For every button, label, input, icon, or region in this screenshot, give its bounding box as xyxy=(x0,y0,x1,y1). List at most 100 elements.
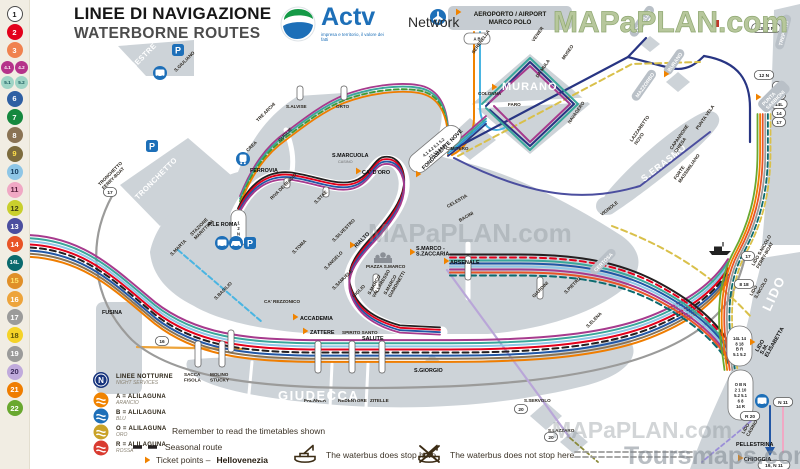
station-label: FERROVIA xyxy=(250,168,278,174)
route-badge-19: 19 xyxy=(6,345,23,362)
station-tick xyxy=(322,186,330,198)
route-line xyxy=(481,57,579,151)
station-label: S.MARCUOLA xyxy=(332,153,369,159)
route-line xyxy=(29,237,729,345)
map-park-icon xyxy=(244,237,256,249)
station-label: REDENTORE xyxy=(338,398,367,403)
station-tick xyxy=(218,340,226,368)
route-badge-15: 15 xyxy=(6,272,23,289)
svg-text:8 18: 8 18 xyxy=(739,282,749,288)
map-park-icon xyxy=(146,140,158,152)
route-chip: 17 xyxy=(741,251,755,261)
route-line xyxy=(718,113,759,371)
svg-text:MUSEO: MUSEO xyxy=(561,44,575,61)
actv-logo-icon xyxy=(280,6,316,42)
route-line xyxy=(449,271,730,363)
station-label: CASINO xyxy=(338,160,353,164)
svg-text:S.MARCO -S.ZACCARIA: S.MARCO -S.ZACCARIA xyxy=(416,246,449,257)
interchange-capsule: 14L 148 18B R5.1 5.2 xyxy=(726,325,753,367)
interchange-capsule: O B N2 1 105.2 5.16 814 R xyxy=(727,369,754,421)
route-line xyxy=(449,265,730,357)
route-badge-5.2: 5.2 xyxy=(15,75,28,89)
route-badge-21: 21 xyxy=(6,381,23,398)
svg-text:P.LE ROMA: P.LE ROMA xyxy=(208,222,237,228)
seasonal-route-sample xyxy=(133,445,159,449)
alilaguna-variant: BLU xyxy=(116,416,126,422)
svg-text:14 R: 14 R xyxy=(736,404,745,409)
route-chip: 16 xyxy=(155,336,169,346)
station-tick xyxy=(314,340,322,374)
services-legend: LINEE NOTTURNE NIGHT SERVICES A = ALILAG… xyxy=(92,371,173,457)
svg-text:20: 20 xyxy=(548,435,554,441)
svg-text:12 N: 12 N xyxy=(759,73,770,79)
map-bus-icon xyxy=(153,66,167,80)
svg-text:A B: A B xyxy=(473,37,480,42)
map-shape xyxy=(712,20,719,27)
svg-text:ZITELLE: ZITELLE xyxy=(370,398,389,403)
route-chip: 12 N xyxy=(753,70,775,80)
station-label: ACCADEMIA xyxy=(300,316,333,322)
map-park-icon xyxy=(172,44,184,56)
page-title: LINEE DI NAVIGAZIONE xyxy=(74,4,272,23)
waterbus-no-stop-icon xyxy=(414,442,444,468)
waterbus-stop-label: The waterbus does stop here xyxy=(326,450,437,460)
island-shape xyxy=(96,302,142,394)
map-header: LINEE DI NAVIGAZIONE WATERBORNE ROUTES xyxy=(74,4,271,43)
station-label: CHIOGGIA xyxy=(744,457,771,463)
svg-text:N 11: N 11 xyxy=(778,400,788,406)
route-badge-13: 13 xyxy=(6,218,23,235)
station-tick xyxy=(340,85,348,101)
station-label: SPIRITO SANTO xyxy=(342,330,378,335)
route-badge-16: 16 xyxy=(6,291,23,307)
island-shape xyxy=(186,338,634,408)
svg-text:FARO: FARO xyxy=(508,102,521,107)
route-line xyxy=(237,163,441,336)
svg-text:14L: 14L xyxy=(775,102,783,108)
svg-text:AEROPORTO / AIRPORT: AEROPORTO / AIRPORT xyxy=(474,11,547,18)
station-label: PELLESTRINA xyxy=(736,442,774,448)
legend-ticket-points: Ticket points – Hellovenezia xyxy=(140,455,268,465)
route-line xyxy=(29,243,729,351)
svg-text:O B N: O B N xyxy=(735,382,747,387)
actv-brand: Actv impresa e territorio, il valore dei… xyxy=(280,5,459,43)
waterbus-stop-icon xyxy=(294,444,316,463)
alilaguna-variant: ROSSA xyxy=(116,448,134,454)
route-badge-1: 1 xyxy=(6,6,23,22)
station-label: COLONNA xyxy=(478,91,502,96)
route-badge-5.1: 5.1 xyxy=(1,75,14,89)
route-line xyxy=(569,437,599,463)
route-line xyxy=(29,255,729,363)
station-label: S.MARCO -S.ZACCARIA xyxy=(416,246,449,257)
night-lines-subtitle: NIGHT SERVICES xyxy=(116,380,159,386)
route-badge-4.1: 4.1 xyxy=(1,60,14,74)
map-train-icon xyxy=(236,152,250,166)
station-tick xyxy=(296,85,304,101)
map-ship-icon xyxy=(708,241,732,256)
svg-text:ACCADEMIA: ACCADEMIA xyxy=(300,316,333,322)
route-badge-6: 6 xyxy=(6,90,23,107)
hellovenezia-label: Hellovenezia xyxy=(216,455,269,465)
legend-seasonal-route: Seasonal route xyxy=(133,442,222,452)
route-line xyxy=(239,90,449,205)
route-badge-7: 7 xyxy=(6,109,23,126)
canal xyxy=(328,362,334,410)
route-line xyxy=(449,262,730,354)
svg-text:SPIRITO SANTO: SPIRITO SANTO xyxy=(342,330,378,335)
svg-text:S.MARCUOLA: S.MARCUOLA xyxy=(332,153,369,159)
route-line xyxy=(485,61,575,147)
svg-text:1: 1 xyxy=(237,221,240,226)
station-label: MAZZORBO xyxy=(631,69,656,101)
station-label: PALANCA xyxy=(304,398,327,403)
night-lines-title: LINEE NOTTURNE xyxy=(116,374,173,380)
svg-text:2: 2 xyxy=(237,226,240,231)
map-tri-icon xyxy=(756,93,762,101)
watermark-text: Toursmaps.com xyxy=(624,442,800,469)
svg-text:S.SERVOLO: S.SERVOLO xyxy=(524,398,551,403)
svg-text:CA' D'ORO: CA' D'ORO xyxy=(362,170,390,176)
route-badge-3: 3 xyxy=(6,42,23,59)
route-line xyxy=(29,252,729,360)
